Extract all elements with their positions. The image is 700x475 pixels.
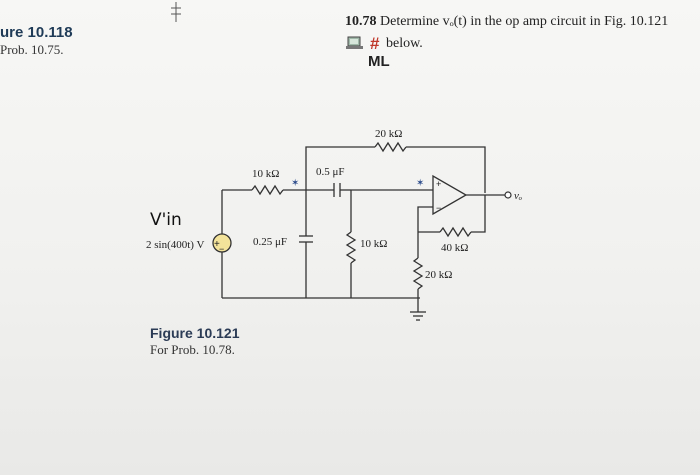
arrow-mark-icon: ✶	[291, 178, 299, 189]
voltage-source	[212, 233, 232, 253]
r-feedback-label: 20 kΩ	[375, 128, 402, 140]
source-label: 2 sin(400t) V	[146, 239, 205, 251]
problem-number: 10.78	[345, 14, 377, 29]
ml-tag: ML	[368, 53, 390, 70]
source-plus: +	[214, 239, 220, 250]
arrow-mark-icon: ✶	[416, 178, 424, 189]
problem-statement: 10.78 Determine vₒ(t) in the op amp circ…	[345, 14, 668, 30]
opamp-minus: −	[436, 203, 441, 213]
problem-text: Determine vₒ(t) in the op amp circuit in…	[380, 14, 669, 29]
c2-label: 0.5 μF	[316, 166, 345, 178]
hash-icon: #	[370, 34, 380, 53]
output-terminal	[504, 191, 512, 199]
figure-caption-subtitle: For Prob. 10.78.	[150, 342, 235, 357]
opamp-plus: +	[436, 179, 441, 189]
c1-label: 0.25 μF	[253, 236, 287, 248]
figure-caption-title: Figure 10.121	[150, 325, 240, 341]
crop-mark-icon	[171, 2, 181, 22]
computer-icon	[346, 36, 363, 49]
r-ground-label: 20 kΩ	[425, 269, 452, 281]
ground-icon	[410, 311, 426, 321]
handwritten-note: V'in	[150, 210, 182, 230]
r-middle-label: 10 kΩ	[360, 238, 387, 250]
previous-figure-subtitle: Prob. 10.75.	[0, 42, 64, 57]
output-label: vₒ	[514, 190, 522, 202]
problem-text-line2: below.	[386, 36, 423, 51]
r1-label: 10 kΩ	[252, 168, 279, 180]
r-output-label: 40 kΩ	[441, 242, 468, 254]
source-minus: −	[219, 244, 224, 254]
previous-figure-heading: ure 10.118	[0, 24, 73, 41]
